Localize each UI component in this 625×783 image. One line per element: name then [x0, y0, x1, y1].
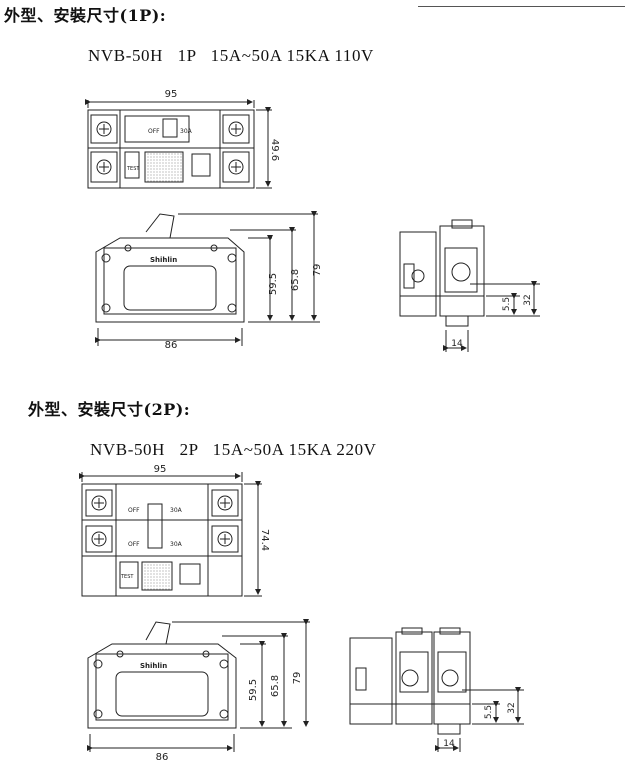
- top-1p-height-dim: 49.6: [269, 139, 280, 161]
- front-view-1p: [95, 211, 320, 346]
- top-1p-label-test: TEST: [126, 166, 140, 172]
- side-1p-dim-32: 32: [523, 294, 533, 305]
- section-2p-heading: 外型、安裝尺寸(2P):: [28, 400, 191, 419]
- top-1p-label-amp: 30A: [180, 128, 193, 135]
- front-view-2p: [87, 619, 310, 752]
- section-1p-heading: 外型、安裝尺寸(1P):: [4, 6, 167, 25]
- side-2p-dim-32: 32: [507, 702, 517, 713]
- front-2p-brand: Shihlin: [140, 662, 167, 670]
- side-1p-dim-5: 5.5: [502, 297, 512, 311]
- section-2p-model: NVB-50H 2P 15A~50A 15KA 220V: [90, 440, 377, 459]
- top-2p-label-off-1: OFF: [128, 507, 140, 514]
- front-1p-dim-79: 79: [312, 264, 323, 277]
- front-1p-width-dim: 86: [165, 340, 178, 351]
- front-1p-brand: Shihlin: [150, 256, 177, 264]
- section-1p-model: NVB-50H 1P 15A~50A 15KA 110V: [88, 46, 374, 65]
- side-view-2p: [349, 627, 524, 752]
- top-view-1p: [85, 99, 272, 189]
- front-2p-dim-79: 79: [292, 672, 303, 685]
- top-1p-label-off: OFF: [148, 128, 160, 135]
- top-2p-label-amp-2: 30A: [170, 541, 183, 548]
- top-2p-height-dim: 74.4: [259, 529, 270, 551]
- front-2p-width-dim: 86: [156, 752, 169, 763]
- front-2p-dim-59: 59.5: [248, 679, 259, 701]
- top-view-2p: [79, 472, 262, 597]
- side-1p-dim-14: 14: [451, 339, 463, 349]
- top-2p-width-dim: 95: [154, 464, 167, 475]
- top-2p-label-off-2: OFF: [128, 541, 140, 548]
- header-rule: [418, 6, 625, 7]
- side-view-1p: [399, 219, 540, 352]
- front-2p-dim-65: 65.8: [270, 675, 281, 697]
- top-1p-width-dim: 95: [165, 89, 178, 100]
- side-2p-dim-14: 14: [443, 739, 455, 749]
- top-2p-label-amp-1: 30A: [170, 507, 183, 514]
- front-1p-dim-59: 59.5: [268, 273, 279, 295]
- front-1p-dim-65: 65.8: [290, 269, 301, 291]
- side-2p-dim-5: 5.5: [484, 705, 494, 719]
- top-2p-label-test: TEST: [120, 574, 134, 580]
